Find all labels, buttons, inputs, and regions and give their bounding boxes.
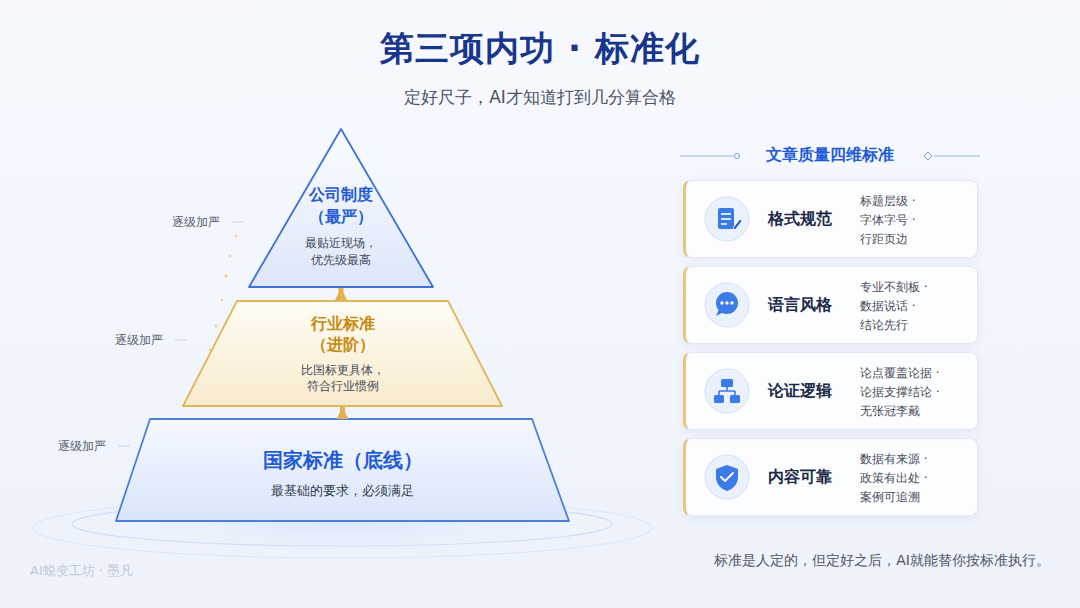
- page-caption: 标准是人定的，但定好之后，AI就能替你按标准执行。: [714, 552, 1050, 570]
- step-note: 逐级加严: [115, 332, 163, 349]
- card-item: 数据说话 ·: [860, 297, 916, 316]
- card-item: 无张冠李戴: [860, 402, 920, 421]
- sparkle-dot: [224, 274, 228, 278]
- step-note: 逐级加严: [58, 438, 106, 455]
- tier-shape: [249, 129, 433, 287]
- sparkle-dot: [229, 255, 232, 258]
- step-arrow: [342, 407, 343, 418]
- rule-diamond: [924, 152, 932, 160]
- tier-note: 最基础的要求，必须满足: [271, 482, 414, 500]
- page-title: 第三项内功 · 标准化: [0, 26, 1080, 72]
- step-tick: [118, 446, 130, 447]
- card-item: 结论先行: [860, 316, 908, 335]
- card-item: 数据有来源 ·: [860, 450, 928, 469]
- tier-note: 最贴近现场， 优先级最高: [301, 235, 381, 267]
- tier-note: 比国标更具体， 符合行业惯例: [297, 362, 389, 394]
- card-title: 论证逻辑: [768, 381, 832, 402]
- card-item: 标题层级 ·: [860, 192, 916, 211]
- step-note: 逐级加严: [172, 214, 220, 231]
- standard-card: 论证逻辑 论点覆盖论据 ·论据支撑结论 ·无张冠李戴: [683, 352, 978, 430]
- tier-heading: 行业标准 （进阶）: [303, 313, 383, 356]
- rule-dot: [735, 154, 740, 159]
- card-item: 专业不刻板 ·: [860, 278, 928, 297]
- card-item: 行距页边: [860, 230, 908, 249]
- card-item: 案例可追溯: [860, 488, 920, 507]
- standard-card: 格式规范 标题层级 ·字体字号 ·行距页边: [683, 180, 978, 258]
- card-title: 语言风格: [768, 295, 832, 316]
- card-item: 论据支撑结论 ·: [860, 383, 940, 402]
- sparkle-dot: [234, 234, 237, 237]
- sparkle-dot: [221, 299, 223, 301]
- panel-heading: 文章质量四维标准: [680, 145, 980, 166]
- arrow-line: [339, 288, 344, 300]
- card-title: 格式规范: [768, 209, 832, 230]
- pyramid-tier: 公司制度 （最严） 最贴近现场， 优先级最高: [248, 128, 434, 288]
- card-item: 字体字号 ·: [860, 211, 916, 230]
- tier-shape: [183, 301, 502, 406]
- arrow-line: [340, 407, 345, 418]
- sparkle-dot: [214, 324, 217, 327]
- tier-shape: [116, 419, 569, 521]
- tier-heading: 国家标准（底线）: [263, 447, 423, 474]
- rule-line: [680, 156, 734, 157]
- step-tick: [175, 340, 187, 341]
- standard-card: 语言风格 专业不刻板 ·数据说话 ·结论先行: [683, 266, 978, 344]
- tier-heading: 公司制度 （最严）: [301, 184, 381, 227]
- card-item: 政策有出处 ·: [860, 469, 928, 488]
- watermark: AI蜕变工坊 · 墨凡: [30, 562, 133, 580]
- step-tick: [232, 222, 244, 223]
- card-title: 内容可靠: [768, 467, 832, 488]
- card-item: 论点覆盖论据 ·: [860, 364, 940, 383]
- standard-card: 内容可靠 数据有来源 ·政策有出处 ·案例可追溯: [683, 438, 978, 516]
- pyramid-tier: 行业标准 （进阶） 比国标更具体， 符合行业惯例: [182, 300, 503, 407]
- step-arrow: [341, 288, 342, 300]
- subtitle: 定好尺子，AI才知道打到几分算合格: [0, 86, 1080, 109]
- pyramid-tier: 国家标准（底线） 最基础的要求，必须满足: [115, 418, 570, 522]
- rule-line: [934, 156, 980, 157]
